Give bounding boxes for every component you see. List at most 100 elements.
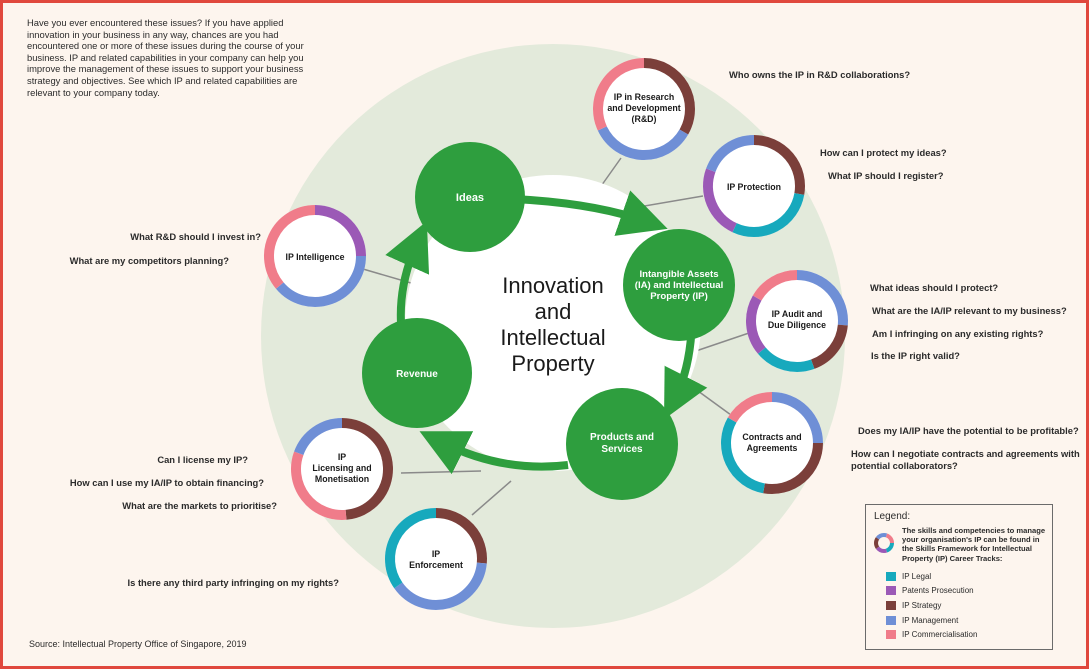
ring-protection-fill: [703, 135, 805, 237]
question-contracts-1: Does my IA/IP have the potential to be p…: [858, 425, 1079, 436]
ring-contracts-fill: [721, 392, 823, 494]
legend-item-ip-legal: IP Legal: [886, 571, 931, 583]
ring-rnd-fill: [593, 58, 695, 160]
ring-licensing-segment: [294, 418, 343, 456]
ring-protection-label: IP Protection: [727, 182, 781, 192]
ring-enforcement-fill: [385, 508, 487, 610]
svg-text:Intangible Assets: Intangible Assets: [639, 269, 718, 280]
ring-audit-fill: [746, 270, 848, 372]
center-title: Innovation and Intellectual Property: [500, 273, 606, 376]
ring-licensing: [291, 418, 393, 520]
ring-rnd-label-1: IP in Research: [614, 92, 674, 102]
ring-licensing-fill: [291, 418, 393, 520]
ring-intelligence-segment: [264, 205, 316, 289]
cycle-arrows: [385, 190, 708, 475]
ring-audit-segment: [757, 347, 815, 372]
question-intelligence-2: What are my competitors planning?: [69, 255, 229, 266]
arrow-products-to-revenue: [419, 431, 569, 475]
ring-enforcement-segment: [394, 562, 487, 610]
question-licensing-2: How can I use my IA/IP to obtain financi…: [69, 477, 264, 488]
question-protection-2: What IP should I register?: [828, 170, 944, 181]
intro-paragraph: Have you ever encountered these issues? …: [27, 17, 304, 98]
ring-rnd-segment: [597, 126, 689, 160]
node-intangible-assets: Intangible Assets (IA) and Intellectual …: [623, 229, 735, 341]
ring-intelligence: [264, 205, 366, 307]
svg-text:Revenue: Revenue: [396, 369, 438, 380]
question-contracts-2: How can I negotiate contracts and agreem…: [851, 448, 1080, 459]
ring-licensing-label-3: Monetisation: [315, 474, 369, 484]
svg-text:Products and: Products and: [590, 432, 654, 443]
ring-intelligence-fill: [264, 205, 366, 307]
ring-protection-segment: [732, 192, 805, 237]
ring-audit-segment: [752, 270, 798, 301]
ring-rnd: [593, 58, 695, 160]
ring-contracts-segment: [771, 392, 823, 444]
ring-audit-segment: [810, 324, 848, 369]
node-ideas-label: Ideas: [456, 192, 484, 204]
arrow-ideas-to-ia: [513, 190, 668, 236]
ring-enforcement-label-2: Enforcement: [409, 560, 463, 570]
ring-enforcement-segment: [435, 508, 487, 564]
legend-item-ip-commercialisation: IP Commercialisation: [886, 629, 977, 641]
svg-text:Property (IP): Property (IP): [650, 291, 708, 302]
ring-contracts-segment: [721, 417, 766, 494]
capability-rings: [264, 58, 848, 610]
ring-protection-segment: [706, 135, 755, 173]
ring-protection-segment: [703, 168, 737, 233]
question-protection-1: How can I protect my ideas?: [820, 147, 947, 158]
ring-rnd-label-2: and Development: [607, 103, 680, 113]
legend-description: The skills and competencies to manage yo…: [902, 526, 1046, 563]
ring-enforcement-label-1: IP: [432, 549, 440, 559]
question-audit-1: What ideas should I protect?: [870, 282, 999, 293]
ring-contracts-label-2: Agreements: [747, 443, 798, 453]
ring-protection: [703, 135, 805, 237]
legend-box: Legend: The skills and competencies to m…: [865, 504, 1053, 650]
svg-text:Services: Services: [601, 444, 643, 455]
ring-audit-label-1: IP Audit and: [772, 309, 823, 319]
ring-audit-label-2: Due Diligence: [768, 320, 826, 330]
ring-audit-segment: [796, 270, 848, 326]
svg-text:(IA) and Intellectual: (IA) and Intellectual: [635, 280, 724, 291]
question-intelligence-1: What R&D should I invest in?: [130, 231, 261, 242]
node-revenue: Revenue: [362, 318, 472, 428]
question-rnd-1: Who owns the IP in R&D collaborations?: [729, 69, 911, 80]
ring-contracts-label-1: Contracts and: [742, 432, 801, 442]
question-audit-2: What are the IA/IP relevant to my busine…: [872, 305, 1067, 316]
legend-item-ip-strategy: IP Strategy: [886, 600, 941, 612]
question-audit-4: Is the IP right valid?: [871, 350, 960, 361]
node-products-services: Products and Services: [566, 388, 678, 500]
ring-rnd-segment: [643, 58, 695, 135]
ring-protection-segment: [753, 135, 805, 195]
legend-item-ip-management: IP Management: [886, 615, 958, 627]
ring-intelligence-segment: [275, 255, 366, 307]
ring-licensing-label-1: IP: [338, 452, 346, 462]
question-contracts-2b: potential collaborators?: [851, 460, 958, 471]
question-licensing-3: What are the markets to prioritise?: [122, 500, 277, 511]
ring-intelligence-segment: [314, 205, 366, 257]
arrow-revenue-to-ideas: [385, 221, 430, 324]
question-enforcement-1: Is there any third party infringing on m…: [127, 577, 339, 588]
diagram-canvas: Ideas Intangible Assets (IA) and Intelle…: [261, 44, 848, 628]
question-licensing-1: Can I license my IP?: [157, 454, 248, 465]
ring-licensing-segment: [291, 451, 347, 520]
ring-rnd-label-3: (R&D): [632, 114, 657, 124]
legend-item-patents-prosecution: Patents Prosecution: [886, 585, 974, 597]
ring-labels: IP in Research and Development (R&D) IP …: [286, 92, 827, 570]
ring-audit-segment: [746, 295, 766, 354]
legend-ring-icon: [874, 533, 894, 553]
question-audit-3: Am I infringing on any existing rights?: [872, 328, 1044, 339]
legend-title: Legend:: [874, 511, 911, 522]
ring-contracts-segment: [763, 442, 823, 494]
ring-enforcement-segment: [385, 508, 437, 589]
ring-rnd-segment: [593, 58, 645, 131]
node-ideas: Ideas: [415, 142, 525, 252]
ring-contracts-segment: [727, 392, 773, 423]
ring-licensing-segment: [341, 418, 393, 520]
ring-audit: [746, 270, 848, 372]
source-note: Source: Intellectual Property Office of …: [29, 639, 247, 649]
ring-licensing-label-2: Licensing and: [312, 463, 371, 473]
ring-enforcement: [385, 508, 487, 610]
ring-intelligence-label: IP Intelligence: [286, 252, 345, 262]
ring-contracts: [721, 392, 823, 494]
